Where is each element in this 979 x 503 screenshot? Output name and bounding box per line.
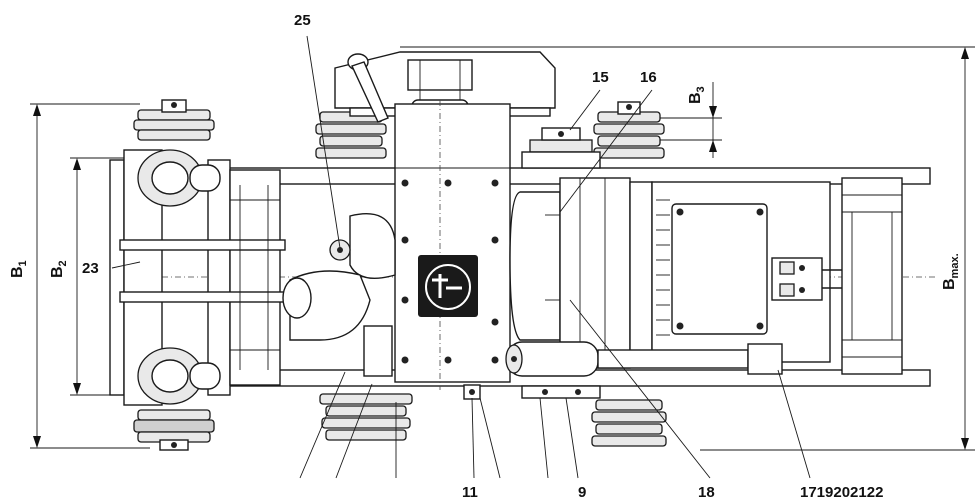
- dimension-bmax-sub: max.: [949, 253, 961, 278]
- svg-text:B2: B2: [49, 260, 69, 278]
- dimension-bmax-main: B: [941, 278, 958, 290]
- callout-25: 25: [294, 12, 311, 29]
- callout-labels: 25 15 16 23 11 9 18 1719202122: [82, 12, 883, 501]
- svg-text:B1: B1: [9, 260, 29, 278]
- bottom-wheel-left: [319, 393, 413, 441]
- central-drive-body: [394, 100, 511, 390]
- dimension-b3-main: B: [687, 92, 704, 104]
- right-roller: [841, 177, 903, 375]
- dimension-b2-main: B: [49, 266, 66, 278]
- top-wheel-left: [315, 111, 387, 159]
- left-bell-housing: [282, 270, 371, 341]
- cable-tube: [505, 341, 783, 377]
- callout-17-22: 1719202122: [800, 484, 883, 501]
- svg-text:B3: B3: [687, 86, 707, 104]
- dimension-b2-sub: 2: [57, 260, 69, 266]
- left-guide-roller-bottom: [133, 409, 215, 451]
- callout-15: 15: [592, 69, 609, 86]
- label-plate: [363, 325, 393, 377]
- dimension-b1: B1: [9, 103, 150, 449]
- drive-motor: [651, 181, 900, 363]
- callout-11: 11: [462, 484, 478, 501]
- dimension-b1-main: B: [9, 266, 26, 278]
- fein-logo-icon: [418, 255, 478, 317]
- dimension-b1-sub: 1: [17, 260, 29, 266]
- dimension-b3-sub: 3: [695, 86, 707, 92]
- dimension-b2: B2: [49, 157, 125, 396]
- adjustment-knob: [329, 213, 396, 279]
- left-clamp-assembly: [109, 149, 286, 406]
- leader-lines: [111, 35, 811, 479]
- top-wheel-right: [593, 101, 665, 159]
- bottom-wheel-right: [591, 399, 667, 447]
- lever-handle: [347, 53, 389, 123]
- coupling-housing: [509, 177, 653, 369]
- upper-nut-15: [521, 127, 601, 169]
- dimension-bmax: Bmax.: [400, 46, 975, 451]
- callout-23: 23: [82, 260, 99, 277]
- callout-18: 18: [698, 484, 715, 501]
- left-guide-roller-top: [133, 99, 215, 141]
- callout-16: 16: [640, 69, 657, 86]
- svg-text:Bmax.: Bmax.: [941, 253, 961, 290]
- lower-nut-9: [521, 385, 601, 399]
- callout-9: 9: [578, 484, 586, 501]
- bottom-bolt: [463, 384, 481, 400]
